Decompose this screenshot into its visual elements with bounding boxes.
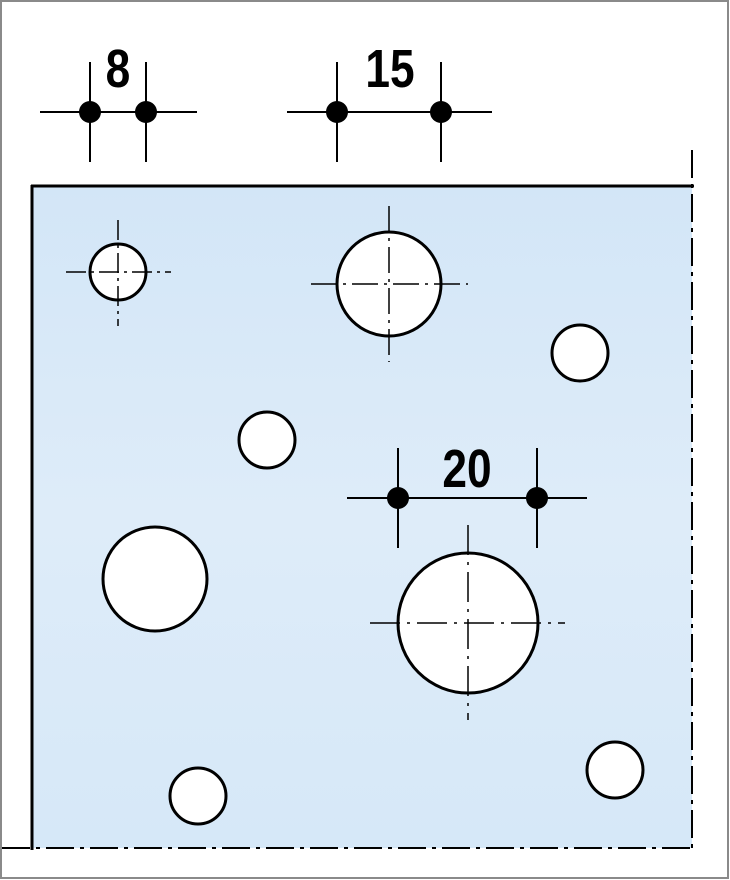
hole-large-dimensioned [370, 525, 565, 720]
dimension-8: 8 [40, 39, 197, 162]
dimension-dot-right [135, 101, 157, 123]
dimension-dot-left [387, 487, 409, 509]
dimension-15: 15 [287, 39, 492, 162]
hole-plain [237, 410, 297, 470]
holes [66, 206, 645, 826]
hole-plain [585, 740, 645, 800]
hole-plain [550, 323, 610, 383]
hole-plain [101, 525, 209, 633]
dimension-label-medium: 15 [365, 39, 414, 99]
dimension-20: 20 [347, 439, 587, 548]
dimension-dot-right [430, 101, 452, 123]
hole-plain [168, 766, 228, 826]
dimension-dot-left [326, 101, 348, 123]
hole-small-dimensioned [66, 220, 171, 326]
dimension-label-small: 8 [106, 39, 131, 99]
hole-medium-dimensioned [311, 206, 468, 362]
dimension-dot-left [79, 101, 101, 123]
dimension-dot-right [526, 487, 548, 509]
dimension-label-large: 20 [442, 439, 491, 499]
